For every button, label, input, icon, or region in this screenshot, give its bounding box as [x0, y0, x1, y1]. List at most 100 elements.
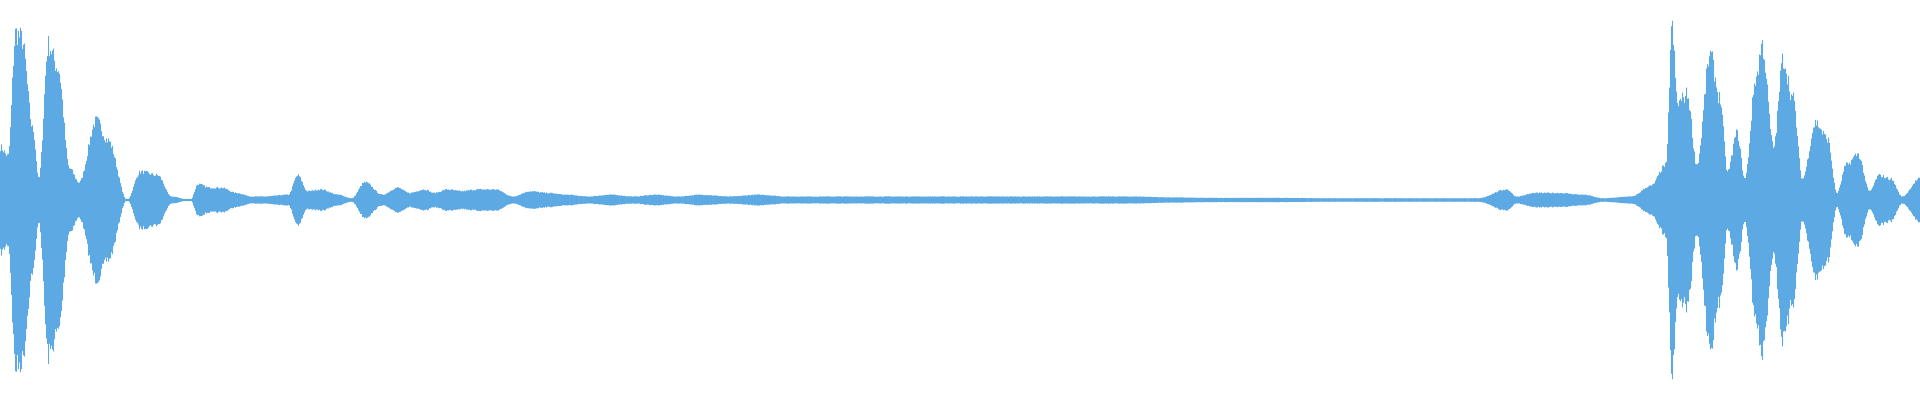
waveform-bar: [362, 182, 364, 217]
waveform-bar: [1334, 198, 1336, 202]
waveform-bar: [185, 198, 187, 202]
waveform-bar: [786, 196, 788, 204]
waveform-bar: [474, 190, 476, 210]
waveform-bar: [1910, 189, 1912, 211]
waveform-bar: [562, 194, 564, 206]
waveform-bar: [453, 189, 455, 211]
waveform-bar: [269, 196, 271, 204]
waveform-bar: [533, 191, 535, 209]
waveform-bar: [865, 196, 867, 204]
waveform-bar: [1360, 198, 1362, 202]
waveform-bar: [1294, 197, 1296, 203]
waveform-bar: [385, 194, 387, 206]
waveform-bar: [1096, 196, 1098, 204]
waveform-bar: [487, 189, 489, 211]
waveform-bar: [1490, 194, 1492, 206]
waveform-bar: [1277, 197, 1279, 203]
waveform-bar: [404, 190, 406, 210]
waveform-bar: [664, 195, 666, 205]
waveform-bar: [903, 196, 905, 204]
waveform-bar: [1622, 196, 1624, 204]
waveform-bar: [1306, 198, 1308, 202]
waveform-bar: [1411, 198, 1413, 202]
waveform-bar: [583, 196, 585, 204]
waveform-bar: [834, 196, 836, 204]
waveform-bar: [276, 195, 278, 205]
waveform-bar: [1838, 190, 1840, 210]
waveform-bar: [1503, 189, 1505, 211]
waveform-bar: [271, 195, 273, 205]
waveform-bar: [175, 196, 177, 204]
waveform-bar: [669, 195, 671, 205]
waveform-bar: [806, 196, 808, 204]
waveform-bar: [1868, 190, 1870, 210]
waveform-bar: [1059, 196, 1061, 204]
waveform-bar: [446, 189, 448, 211]
waveform-bar: [278, 195, 280, 205]
waveform-bar: [1262, 197, 1264, 203]
waveform-bar: [1505, 189, 1507, 211]
waveform-bar: [1174, 197, 1176, 203]
waveform-bar: [1670, 49, 1672, 351]
waveform-bar: [274, 195, 276, 205]
waveform-bar: [1492, 193, 1494, 207]
waveform-bar: [587, 196, 589, 204]
waveform-bar: [88, 144, 90, 256]
waveform-bar: [885, 196, 887, 204]
waveform-bar: [421, 190, 423, 210]
waveform-bar: [1588, 195, 1590, 205]
waveform-bar: [85, 164, 87, 236]
waveform-bar: [485, 189, 487, 211]
waveform-bar: [1580, 194, 1582, 206]
waveform-bar: [1043, 196, 1045, 204]
waveform-bar: [69, 168, 71, 232]
waveform-bar: [120, 183, 122, 217]
waveform-bar: [180, 198, 182, 202]
waveform-bar: [1529, 193, 1531, 207]
waveform-bar: [686, 195, 688, 205]
waveform-bar: [57, 72, 59, 328]
waveform-bar: [1488, 195, 1490, 205]
waveform-bar: [1242, 197, 1244, 203]
waveform-bar: [1808, 158, 1810, 242]
waveform-bar: [733, 196, 735, 204]
waveform-bar: [1248, 197, 1250, 203]
waveform-bar: [758, 194, 760, 206]
waveform-bar: [1732, 155, 1734, 245]
waveform-bar: [138, 175, 140, 225]
waveform-bar: [1513, 194, 1515, 206]
waveform-bar: [702, 194, 704, 206]
waveform-bar: [1018, 196, 1020, 204]
waveform-bar: [1416, 198, 1418, 202]
waveform-bar: [35, 149, 37, 251]
waveform-bar: [1819, 128, 1821, 272]
waveform-bar: [46, 61, 48, 339]
waveform-bar: [397, 187, 399, 213]
waveform-bar: [1220, 197, 1222, 203]
waveform-bar: [1480, 197, 1482, 203]
waveform-bar: [52, 50, 54, 350]
waveform-bar: [87, 156, 89, 244]
waveform-bar: [509, 195, 511, 205]
waveform-bar: [1826, 138, 1828, 262]
waveform-bar: [593, 196, 595, 204]
waveform-bar: [1722, 114, 1724, 286]
waveform-bar: [650, 194, 652, 206]
waveform-bar: [50, 50, 52, 350]
waveform-bar: [401, 189, 403, 211]
waveform-bar: [1531, 193, 1533, 207]
waveform-bar: [107, 142, 109, 258]
waveform-bar: [1063, 196, 1065, 204]
waveform-bar: [1483, 197, 1485, 203]
waveform-bar: [1723, 126, 1725, 274]
waveform-bar: [340, 194, 342, 206]
waveform-bar: [809, 196, 811, 204]
waveform-bar: [822, 196, 824, 204]
waveform-bar: [1772, 141, 1774, 259]
waveform-bar: [1247, 197, 1249, 203]
waveform-bar: [1066, 196, 1068, 204]
waveform-bar: [1013, 196, 1015, 204]
waveform-bar: [1323, 198, 1325, 202]
waveform-bar: [1800, 170, 1802, 230]
waveform-bar: [1154, 197, 1156, 203]
